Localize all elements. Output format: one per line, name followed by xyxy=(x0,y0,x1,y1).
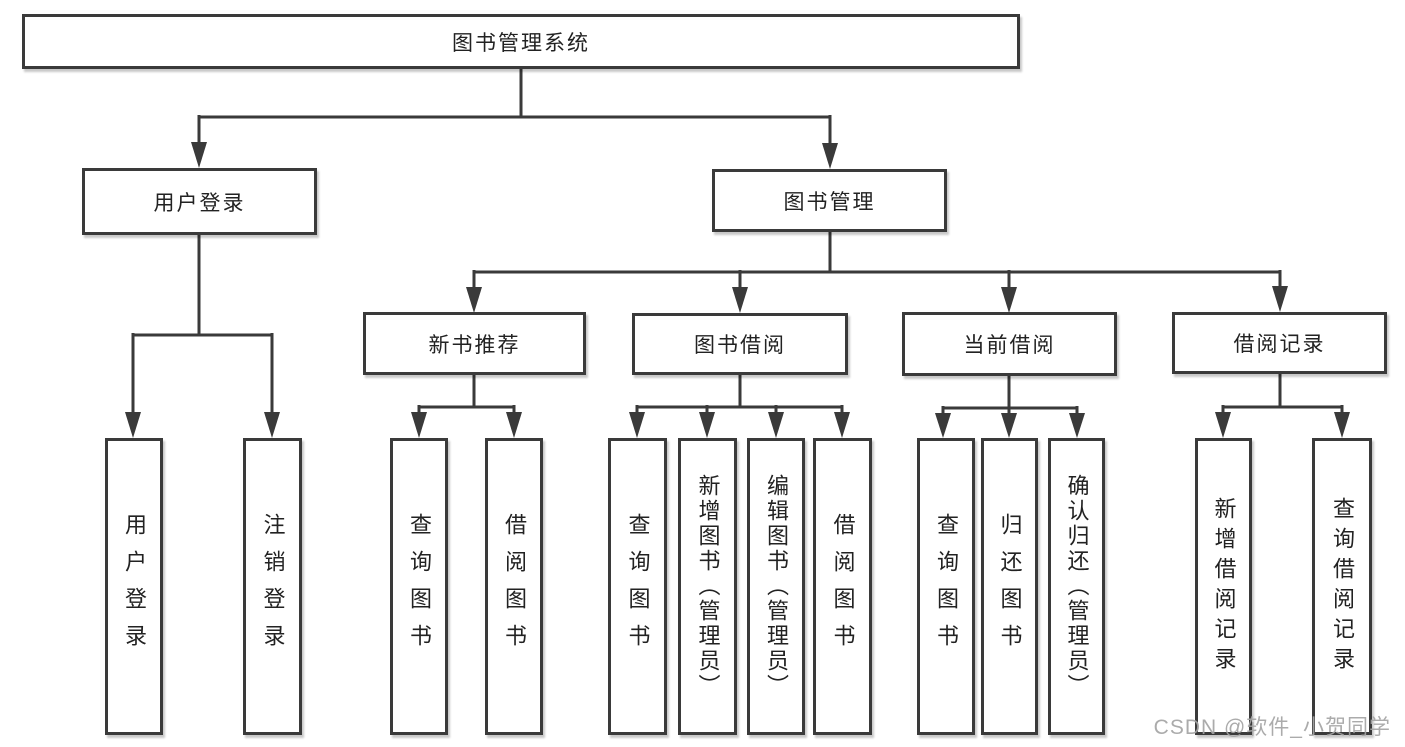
node-book-borrowing-label: 图书借阅 xyxy=(694,334,786,357)
node-borrowing-records: 借阅记录 xyxy=(1172,312,1387,374)
leaf-cb-return-book: 归还图书 xyxy=(981,438,1038,735)
csdn-watermark: CSDN @软件_小贺同学 xyxy=(1153,716,1391,739)
leaf-user-login-label: 用户登录 xyxy=(122,512,147,661)
leaf-cb-confirm-return-admin: 确认归还（管理员） xyxy=(1048,438,1105,735)
node-user-login: 用户登录 xyxy=(82,168,317,235)
leaf-bb-query-book: 查询图书 xyxy=(608,438,667,735)
node-book-management-label: 图书管理 xyxy=(783,190,876,214)
leaf-rec-query-book-label: 查询图书 xyxy=(407,512,432,661)
leaf-rec-borrow-book-label: 借阅图书 xyxy=(502,512,527,661)
leaf-logout-label: 注销登录 xyxy=(260,512,286,661)
leaf-bb-edit-book-admin-label: 编辑图书（管理员） xyxy=(764,474,789,699)
node-book-borrowing: 图书借阅 xyxy=(632,313,848,375)
leaf-br-query-record-label: 查询借阅记录 xyxy=(1330,496,1355,677)
leaf-bb-edit-book-admin: 编辑图书（管理员） xyxy=(747,438,805,735)
node-user-login-label: 用户登录 xyxy=(153,191,246,215)
leaf-br-add-record-label: 新增借阅记录 xyxy=(1211,496,1237,677)
leaf-cb-return-book-label: 归还图书 xyxy=(997,512,1023,661)
node-new-book-recommendation: 新书推荐 xyxy=(363,312,586,375)
leaf-bb-borrow-book: 借阅图书 xyxy=(813,438,872,735)
leaf-bb-query-book-label: 查询图书 xyxy=(625,512,651,661)
leaf-user-login: 用户登录 xyxy=(105,438,163,735)
node-current-borrowing-label: 当前借阅 xyxy=(963,334,1056,357)
leaf-rec-query-book: 查询图书 xyxy=(390,438,448,735)
node-root: 图书管理系统 xyxy=(22,14,1020,69)
node-current-borrowing: 当前借阅 xyxy=(902,312,1117,376)
leaf-br-add-record: 新增借阅记录 xyxy=(1195,438,1252,735)
leaf-rec-borrow-book: 借阅图书 xyxy=(485,438,543,735)
node-borrowing-records-label: 借阅记录 xyxy=(1233,333,1326,356)
node-book-management: 图书管理 xyxy=(712,169,947,232)
leaf-cb-query-book: 查询图书 xyxy=(917,438,975,735)
node-new-book-recommendation-label: 新书推荐 xyxy=(428,333,521,357)
leaf-logout: 注销登录 xyxy=(243,438,302,735)
node-root-label: 图书管理系统 xyxy=(452,31,590,55)
leaf-bb-add-book-admin-label: 新增图书（管理员） xyxy=(695,474,721,699)
leaf-br-query-record: 查询借阅记录 xyxy=(1312,438,1372,735)
leaf-cb-confirm-return-admin-label: 确认归还（管理员） xyxy=(1064,474,1090,699)
leaf-bb-add-book-admin: 新增图书（管理员） xyxy=(678,438,737,735)
leaf-cb-query-book-label: 查询图书 xyxy=(934,512,959,661)
leaf-bb-borrow-book-label: 借阅图书 xyxy=(830,512,856,661)
